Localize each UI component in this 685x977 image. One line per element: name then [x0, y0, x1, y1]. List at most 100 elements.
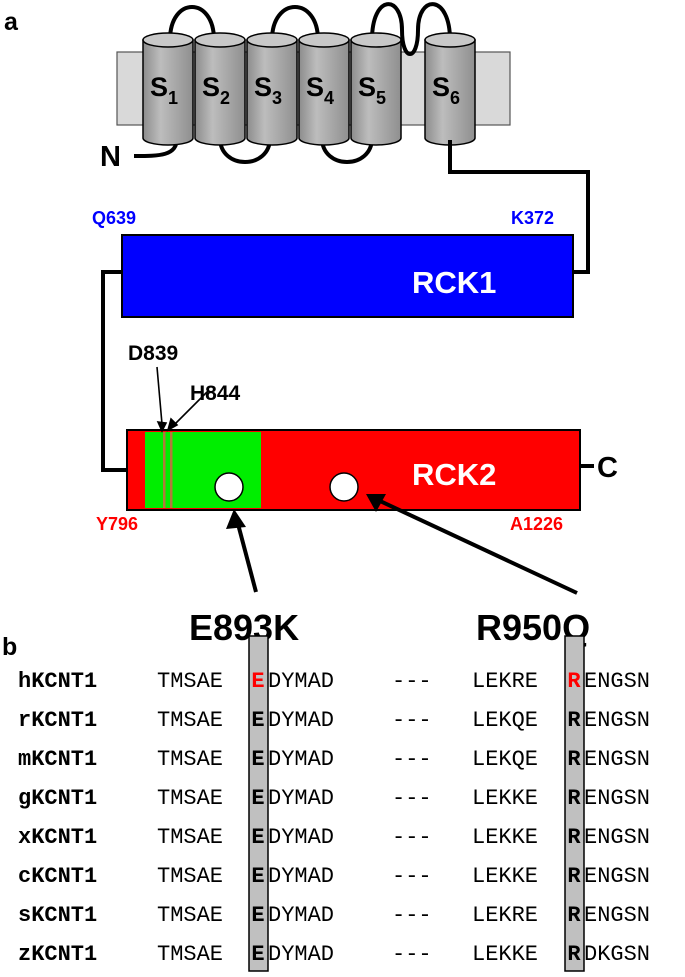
sequence-fragment: LEKRE — [472, 669, 538, 694]
d839-stripe — [163, 432, 166, 508]
conserved-residue: E — [251, 825, 264, 850]
sequence-fragment: LEKKE — [472, 942, 538, 967]
h844-label: H844 — [190, 382, 241, 405]
svg-text:S1: S1 — [150, 72, 178, 108]
sequence-fragment: DYMAD — [268, 825, 334, 850]
svg-text:S3: S3 — [254, 72, 282, 108]
sequence-fragment: TMSAE — [157, 864, 223, 889]
segment-s3-label: S — [254, 72, 272, 102]
conserved-residue: E — [251, 903, 264, 928]
svg-text:S5: S5 — [358, 72, 386, 108]
conserved-residue: R — [567, 669, 581, 694]
sequence-fragment: DYMAD — [268, 942, 334, 967]
rck1-end-label: Q639 — [92, 208, 136, 228]
alignment-gap: --- — [392, 825, 432, 850]
r950q-site-marker — [329, 472, 359, 502]
alignment-gap: --- — [392, 903, 432, 928]
connecting-loops — [168, 2, 452, 164]
segment-s6-subscript: 6 — [450, 88, 460, 108]
alignment-gap: --- — [392, 864, 432, 889]
segment-s4: S4 — [298, 32, 350, 146]
sequence-fragment: ENGSN — [584, 825, 650, 850]
segment-s4-label: S — [306, 72, 324, 102]
segment-s1-label: S — [150, 72, 168, 102]
e893k-label: E893K — [189, 607, 299, 648]
conserved-residue: R — [567, 825, 581, 850]
conserved-e-column — [248, 635, 269, 972]
c-terminus-label: C — [597, 452, 618, 484]
species-label: xKCNT1 — [18, 825, 97, 850]
sequence-fragment: TMSAE — [157, 825, 223, 850]
conserved-residue: R — [567, 942, 581, 967]
sequence-fragment: DYMAD — [268, 903, 334, 928]
species-label: cKCNT1 — [18, 864, 97, 889]
species-label: sKCNT1 — [18, 903, 97, 928]
transmembrane-segments: S1 S2 S3 S4 S5 S6 — [142, 32, 476, 146]
segment-s5: S5 — [350, 32, 402, 146]
rck2-end-label: A1226 — [510, 514, 563, 534]
alignment-gap: --- — [392, 942, 432, 967]
conserved-residue: R — [567, 903, 581, 928]
r950q-arrow — [379, 499, 578, 595]
segment-s6-label: S — [432, 72, 450, 102]
sequence-fragment: ENGSN — [584, 903, 650, 928]
svg-text:S2: S2 — [202, 72, 230, 108]
sequence-fragment: LEKKE — [472, 864, 538, 889]
segment-s3: S3 — [246, 32, 298, 146]
sequence-fragment: ENGSN — [584, 708, 650, 733]
alignment-gap: --- — [392, 708, 432, 733]
alignment-gap: --- — [392, 747, 432, 772]
species-label: rKCNT1 — [18, 708, 97, 733]
species-label: mKCNT1 — [18, 747, 97, 772]
segment-s2-label: S — [202, 72, 220, 102]
rck2-start-label: Y796 — [96, 514, 138, 534]
sequence-fragment: TMSAE — [157, 747, 223, 772]
rck1-label: RCK1 — [412, 265, 496, 300]
sequence-fragment: DYMAD — [268, 708, 334, 733]
species-label: gKCNT1 — [18, 786, 97, 811]
conserved-residue: E — [251, 708, 264, 733]
domain-linkers — [101, 140, 594, 472]
h844-stripe — [170, 432, 173, 508]
sequence-fragment: TMSAE — [157, 942, 223, 967]
conserved-residue: E — [251, 786, 264, 811]
sequence-fragment: DYMAD — [268, 786, 334, 811]
sequence-fragment: LEKKE — [472, 825, 538, 850]
rck1-start-label: K372 — [511, 208, 554, 228]
sequence-fragment: TMSAE — [157, 903, 223, 928]
segment-s3-subscript: 3 — [272, 88, 282, 108]
segment-s4-subscript: 4 — [324, 88, 334, 108]
alignment-gap: --- — [392, 786, 432, 811]
species-label: hKCNT1 — [18, 669, 97, 694]
segment-s1-subscript: 1 — [168, 88, 178, 108]
site-pointers — [156, 366, 210, 433]
segment-s6: S6 — [424, 32, 476, 146]
sequence-fragment: LEKRE — [472, 903, 538, 928]
e893k-arrow — [236, 523, 258, 593]
e893k-arrowhead — [226, 509, 246, 529]
d839-label: D839 — [128, 342, 178, 365]
sequence-fragment: ENGSN — [584, 669, 650, 694]
segment-s2-subscript: 2 — [220, 88, 230, 108]
rck2-green-region — [145, 432, 261, 508]
sequence-fragment: DYMAD — [268, 669, 334, 694]
sequence-fragment: ENGSN — [584, 786, 650, 811]
conserved-residue: E — [251, 942, 264, 967]
sequence-fragment: DKGSN — [584, 942, 650, 967]
sequence-fragment: TMSAE — [157, 708, 223, 733]
conserved-residue: R — [567, 747, 581, 772]
segment-s5-subscript: 5 — [376, 88, 386, 108]
sequence-fragment: TMSAE — [157, 669, 223, 694]
conserved-residue: R — [567, 786, 581, 811]
conserved-residue: R — [567, 708, 581, 733]
panel-b-label: b — [2, 633, 17, 661]
sequence-fragment: DYMAD — [268, 864, 334, 889]
